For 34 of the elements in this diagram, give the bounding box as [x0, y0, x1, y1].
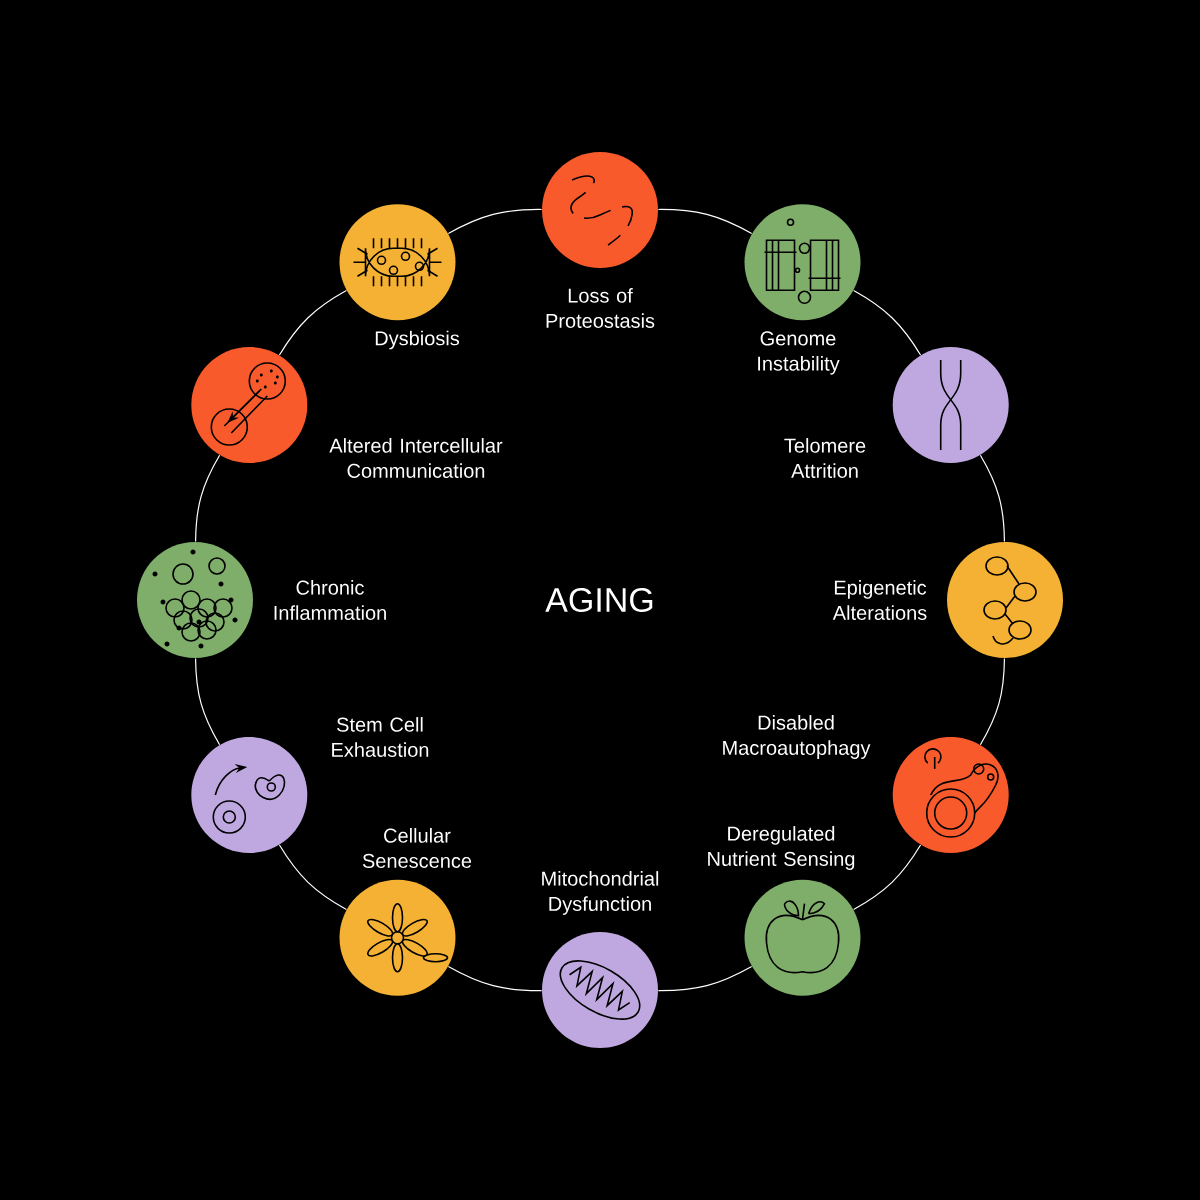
ring-arc [278, 844, 347, 911]
ring-arc [657, 965, 753, 992]
hallmark-label: Deregulated Nutrient Sensing [708, 826, 855, 870]
hallmark-label: Telomere Attrition [784, 438, 866, 478]
hallmark-label: Loss of Proteostasis [546, 288, 655, 328]
hallmark-circle [339, 828, 472, 996]
hallmark-label: Genome Instability [758, 331, 840, 375]
ring-arc [979, 657, 1006, 746]
hallmark-circle [744, 204, 861, 375]
hallmark-circle [542, 871, 659, 1048]
ring-arc [657, 208, 753, 235]
hallmark-circle [339, 204, 460, 350]
hallmark-label: Dysbiosis [375, 330, 460, 350]
ring-arc [194, 454, 221, 543]
ring-arc [853, 289, 922, 356]
ring-arc [278, 289, 347, 356]
ring-arc [853, 844, 922, 911]
ring-arc [447, 965, 543, 992]
hallmark-label: Disabled Macroautophagy [723, 715, 871, 759]
hallmark-label: Cellular Senescence [362, 828, 472, 868]
hallmark-label: Epigenetic Alterations [832, 580, 927, 620]
hallmark-circle [832, 542, 1063, 658]
hallmark-circle [708, 826, 861, 996]
hallmark-label: Mitochondrial Dysfunction [542, 871, 659, 915]
ring-arc [979, 454, 1006, 543]
center-title: AGING [545, 587, 653, 613]
ring-arc [447, 208, 543, 235]
hallmark-label: Stem Cell Exhaustion [332, 717, 429, 757]
hallmark-circle [137, 542, 386, 658]
hallmark-label: Altered Intercellular Communication [329, 438, 503, 478]
hallmark-label: Chronic Inflammation [274, 580, 386, 620]
hallmark-circle [542, 152, 658, 328]
hallmark-circle [723, 715, 1009, 853]
ring-arc [194, 657, 221, 746]
